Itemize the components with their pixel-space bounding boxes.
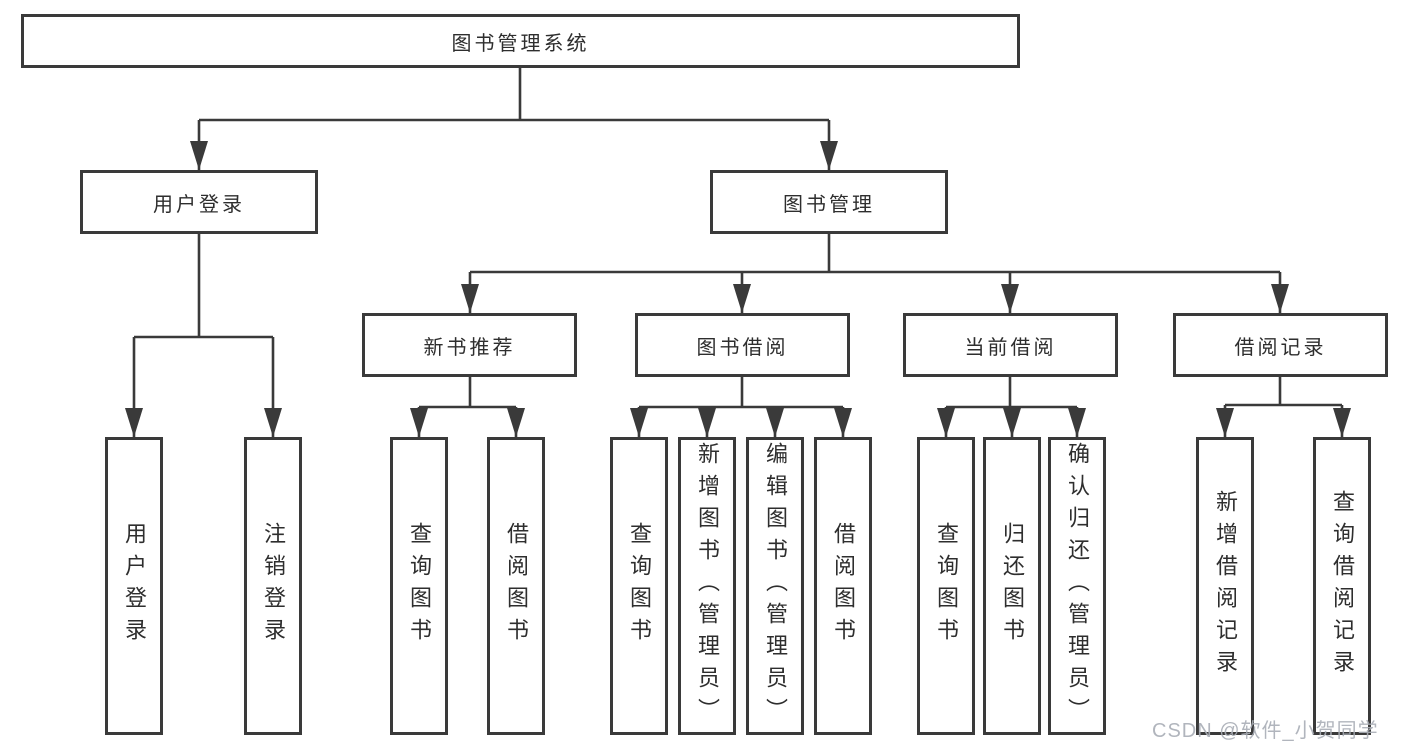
node-label: 查询图书: [627, 522, 652, 650]
leaf-query-books-current: 查询图书: [917, 437, 975, 735]
node-label: 新增借阅记录: [1213, 490, 1238, 682]
node-label: 借阅图书: [831, 522, 856, 650]
leaf-query-books-recommend: 查询图书: [390, 437, 448, 735]
node-label: 借阅记录: [1234, 336, 1327, 359]
node-borrow-records: 借阅记录: [1173, 313, 1388, 377]
leaf-query-books-borrow: 查询图书: [610, 437, 668, 735]
node-book-borrow: 图书借阅: [635, 313, 850, 377]
leaf-borrow-books-recommend: 借阅图书: [487, 437, 545, 735]
node-library-system: 图书管理系统: [21, 14, 1020, 68]
leaf-confirm-return-admin: 确认归还（管理员）: [1048, 437, 1106, 735]
node-label: 注销登录: [261, 522, 286, 650]
leaf-add-books-admin: 新增图书（管理员）: [678, 437, 736, 735]
node-label: 用户登录: [153, 193, 245, 216]
node-label: 确认归还（管理员）: [1065, 442, 1090, 730]
leaf-query-borrow-record: 查询借阅记录: [1313, 437, 1371, 735]
node-label: 当前借阅: [964, 336, 1057, 359]
node-label: 图书管理系统: [451, 32, 590, 55]
node-current-borrow: 当前借阅: [903, 313, 1118, 377]
leaf-user-login: 用户登录: [105, 437, 163, 735]
csdn-watermark: CSDN @软件_小贺同学: [1152, 720, 1379, 742]
node-label: 编辑图书（管理员）: [763, 442, 788, 730]
node-label: 新增图书（管理员）: [695, 442, 720, 730]
arrowhead-icons: [125, 141, 1351, 437]
node-label: 借阅图书: [504, 522, 529, 650]
node-label: 图书借阅: [696, 336, 789, 359]
leaf-logout: 注销登录: [244, 437, 302, 735]
leaf-borrow-books: 借阅图书: [814, 437, 872, 735]
node-label: 新书推荐: [423, 336, 516, 359]
node-label: 归还图书: [1000, 522, 1025, 650]
leaf-add-borrow-record: 新增借阅记录: [1196, 437, 1254, 735]
leaf-edit-books-admin: 编辑图书（管理员）: [746, 437, 804, 735]
node-new-book-recommend: 新书推荐: [362, 313, 577, 377]
node-book-management: 图书管理: [710, 170, 948, 234]
node-label: 用户登录: [122, 522, 147, 650]
leaf-return-books: 归还图书: [983, 437, 1041, 735]
node-label: 查询图书: [407, 522, 432, 650]
node-label: 查询图书: [934, 522, 959, 650]
node-label: 图书管理: [783, 193, 875, 216]
node-user-login: 用户登录: [80, 170, 318, 234]
node-label: 查询借阅记录: [1330, 490, 1355, 682]
